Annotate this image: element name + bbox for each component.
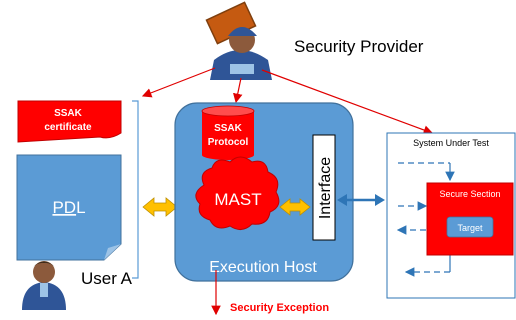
mast-label: MAST <box>214 190 261 209</box>
left-bracket <box>132 100 139 279</box>
execution-host-label: Execution Host <box>209 259 317 276</box>
certificate-line1: SSAK <box>54 108 83 119</box>
certificate-line2: certificate <box>44 122 92 133</box>
arrow-to-protocol <box>233 77 243 104</box>
user-figure-icon <box>22 261 66 310</box>
provider-figure-icon <box>205 1 272 80</box>
provider-label: Security Provider <box>294 37 424 56</box>
pdl-host-arrow <box>142 197 178 217</box>
target-box <box>446 216 494 238</box>
secure-section-label: Secure Section <box>439 189 500 199</box>
pdl-label: PDL <box>52 198 85 217</box>
interface-sut-arrowhead-left <box>337 194 347 206</box>
arrow-to-certificate <box>141 67 216 98</box>
interface-label: Interface <box>317 157 334 219</box>
pdl-label-rest: L <box>76 198 85 217</box>
arrow-to-sut <box>261 69 434 135</box>
mast-interface-arrow <box>279 198 311 216</box>
interface-box <box>312 134 336 241</box>
protocol-line1: SSAK <box>214 123 243 134</box>
pdl-label-underlined: PD <box>52 198 76 217</box>
mast-cloud: MAST <box>195 156 280 230</box>
target-label: Target <box>457 223 483 233</box>
protocol-line2: Protocol <box>208 137 249 148</box>
ssak-protocol-cylinder: SSAK Protocol <box>201 105 255 160</box>
user-label: User A <box>81 269 133 288</box>
ssak-certificate: SSAK certificate <box>17 100 122 143</box>
interface-sut-arrowhead-right <box>375 194 385 206</box>
sut-title: System Under Test <box>413 138 489 148</box>
exception-label: Security Exception <box>230 302 329 314</box>
pdl-document: PDL <box>16 154 122 261</box>
